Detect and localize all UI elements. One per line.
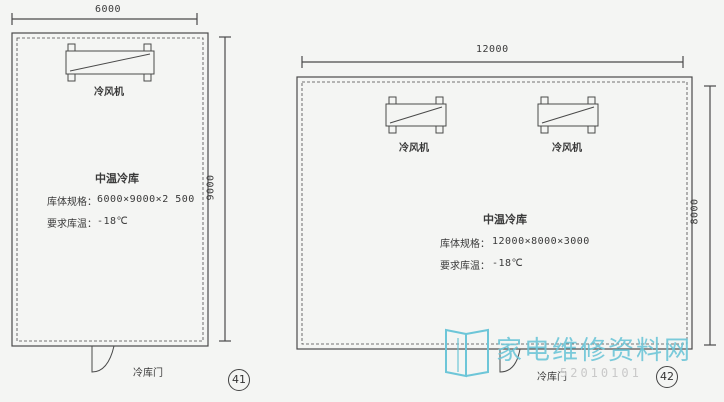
left-plan — [11, 13, 231, 373]
left-door-label: 冷库门 — [133, 368, 163, 379]
left-room-wall-inner — [16, 37, 204, 342]
left-temp-label: 要求库温： — [47, 219, 97, 230]
right-temp-label: 要求库温： — [440, 261, 490, 272]
right-cooler-unit-2 — [537, 96, 599, 134]
watermark-number: 52010101 — [560, 366, 642, 380]
right-door-opening — [499, 348, 521, 373]
right-room-wall-outer — [296, 76, 693, 350]
left-figure-number: 41 — [228, 369, 250, 391]
left-cooler-unit — [65, 43, 155, 82]
right-spec-label: 库体规格： — [440, 239, 490, 250]
right-cooler-label-2: 冷风机 — [552, 143, 582, 154]
right-cooler-unit-1 — [385, 96, 447, 134]
right-width-dimension: 12000 — [476, 44, 509, 55]
left-cooler-label: 冷风机 — [94, 87, 124, 98]
watermark-book-icon — [445, 328, 489, 378]
left-room-title: 中温冷库 — [95, 172, 139, 185]
watermark-site-name: 家电维修资料网 — [496, 336, 693, 366]
right-room-wall-inner — [301, 81, 688, 345]
right-height-dimension: 8000 — [689, 198, 701, 225]
right-cooler-label-1: 冷风机 — [399, 143, 429, 154]
left-width-dimension: 6000 — [95, 4, 122, 15]
right-room-title: 中温冷库 — [483, 213, 527, 226]
right-plan — [296, 56, 716, 373]
left-room-wall-outer — [11, 32, 209, 347]
right-spec-value: 12000×8000×3000 — [492, 236, 590, 247]
left-spec-value: 6000×9000×2 500 — [97, 194, 195, 205]
left-height-dimension: 9000 — [205, 174, 217, 201]
left-temp-value: -18℃ — [97, 216, 129, 227]
right-figure-number: 42 — [656, 366, 678, 388]
left-door-opening — [91, 345, 115, 373]
right-temp-value: -18℃ — [492, 258, 524, 269]
right-door-label: 冷库门 — [537, 372, 567, 383]
left-spec-label: 库体规格： — [47, 197, 97, 208]
